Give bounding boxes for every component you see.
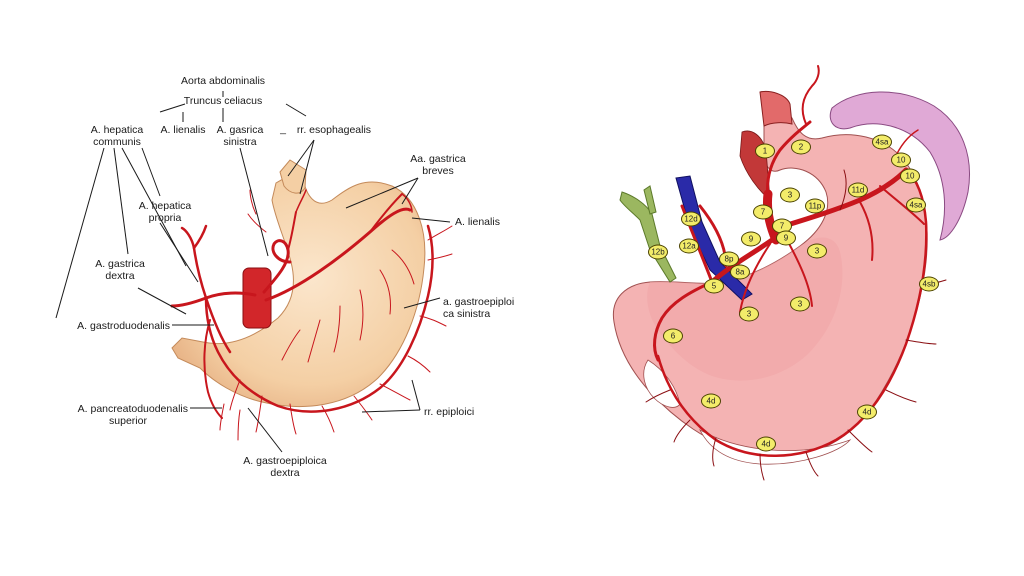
lymph-node-12a: 12a [679, 238, 699, 254]
lymph-node-12d: 12d [681, 211, 701, 227]
right-esophagus [759, 91, 793, 127]
lymph-node-4d-bottom: 4d [756, 436, 776, 452]
label-hepatica-propria-line1: A. hepatica [138, 200, 192, 212]
lymph-node-4d-left: 4d [701, 393, 721, 409]
lymph-node-11d: 11d [848, 182, 868, 198]
label-dash: _ [280, 123, 286, 135]
right-omentum-patch [643, 359, 681, 408]
lymph-node-6: 6 [663, 328, 683, 344]
lymph-node-5: 5 [704, 278, 724, 294]
label-rr-epiploici: rr. epiploici [424, 406, 475, 418]
lymph-node-3-lower-right: 3 [790, 296, 810, 312]
label-gastroepiploica-sinistra-line2: ca sinistra [443, 308, 491, 320]
label-gastrica-dextra-line1: A. gastrica [95, 258, 145, 270]
label-lienalis-right: A. lienalis [455, 216, 500, 228]
label-pancreatoduodenalis-line1: A. pancreatoduodenalis [77, 403, 188, 415]
right-bile-duct-branch [643, 185, 657, 215]
label-gastroepiploica-sinistra-line1: a. gastroepiploi [443, 296, 515, 308]
label-hepatica-communis-line1: A. hepatica [90, 124, 144, 136]
label-gastrica-sinistra-line2: sinistra [223, 136, 257, 148]
label-gastrica-sinistra-line1: A. gasrica [216, 124, 264, 136]
label-gastrica-dextra-line2: dextra [105, 270, 135, 282]
lymph-node-12b: 12b [648, 244, 668, 260]
left-leader-lines [55, 91, 451, 453]
lymph-node-8a: 8a [730, 264, 750, 280]
label-hepatica-propria-line2: propria [148, 212, 182, 224]
lymph-node-3-mid: 3 [807, 243, 827, 259]
lymph-node-2: 2 [791, 139, 811, 155]
lymph-node-10-upper: 10 [891, 152, 911, 168]
lymph-node-9-left: 9 [741, 231, 761, 247]
lymph-node-4sb: 4sb [919, 276, 939, 292]
label-pancreatoduodenalis-line2: superior [109, 415, 147, 427]
lymph-node-1: 1 [755, 143, 775, 159]
left-stomach-body [171, 172, 426, 407]
lymph-node-3-upper: 3 [780, 187, 800, 203]
label-aa-gastrica-breves-line1: Aa. gastrica [410, 153, 466, 165]
label-gastroduodenalis: A. gastroduodenalis [77, 320, 170, 332]
left-esophagus [279, 159, 307, 194]
label-rr-esophagealis: rr. esophagealis [296, 124, 372, 136]
lymph-node-4d-right: 4d [857, 404, 877, 420]
label-aorta-abdominalis: Aorta abdominalis [180, 75, 266, 87]
lymph-node-7-left: 7 [753, 204, 773, 220]
label-gastroepiploica-dextra-line1: A. gastroepiploica [243, 455, 327, 467]
left-arteries [170, 189, 453, 441]
lymph-node-9-right: 9 [776, 230, 796, 246]
label-lienalis-top: A. lienalis [160, 124, 206, 136]
right-bile-duct [619, 191, 677, 283]
lymph-node-11p: 11p [805, 198, 825, 214]
lymph-node-3-lower-left: 3 [739, 306, 759, 322]
lymph-node-10-lower: 10 [900, 168, 920, 184]
lymph-node-8p: 8p [719, 251, 739, 267]
label-truncus-celiacus: Truncus celiacus [183, 95, 263, 107]
label-aa-gastrica-breves-line2: breves [422, 165, 454, 177]
lymph-node-4sa-upper: 4sa [872, 134, 892, 150]
label-hepatica-communis-line2: communis [93, 136, 141, 148]
lymph-node-4sa-lower: 4sa [906, 197, 926, 213]
right-spleen [829, 91, 970, 241]
label-gastroepiploica-dextra-line2: dextra [270, 467, 300, 479]
